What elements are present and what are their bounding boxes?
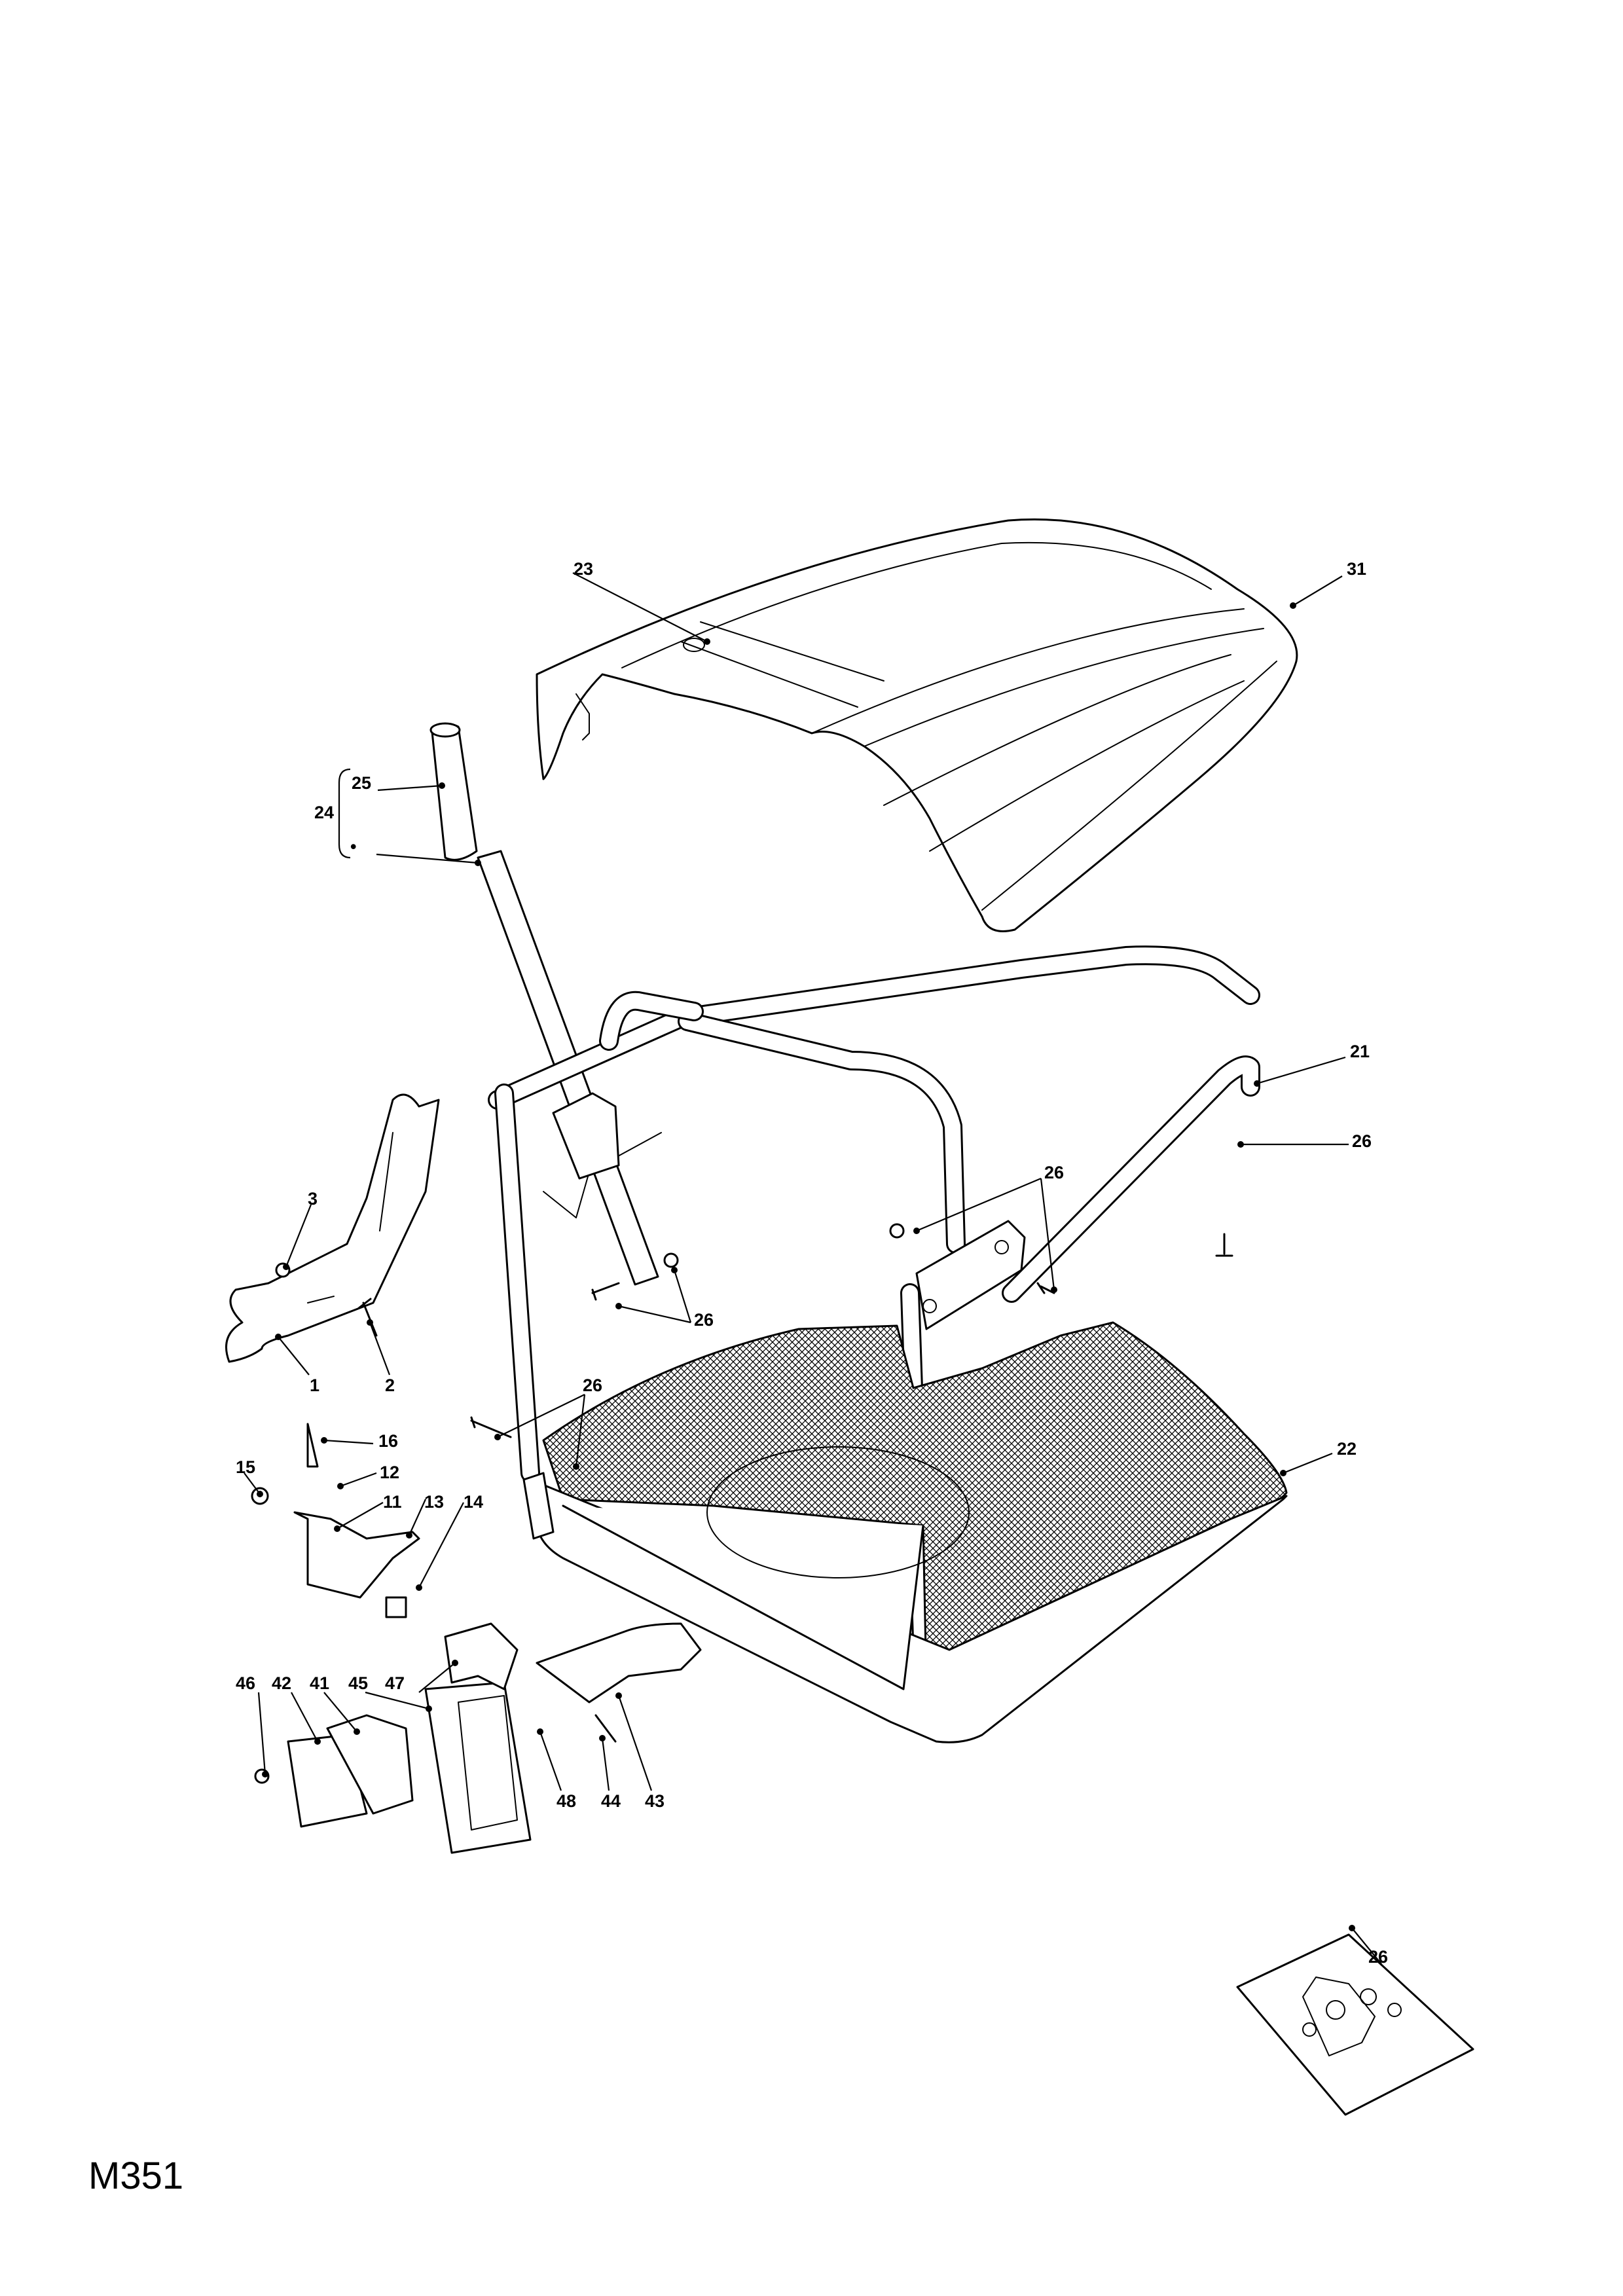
- callout-15: 15: [236, 1457, 255, 1477]
- callout-24: 24: [314, 803, 334, 822]
- callout-11: 11: [383, 1492, 402, 1512]
- callout-26-e: 26: [1368, 1947, 1388, 1967]
- fasteners: [251, 1223, 1233, 1618]
- callout-42: 42: [272, 1673, 291, 1693]
- callout-16: 16: [378, 1431, 398, 1451]
- hardware-bag: [1236, 1933, 1474, 2116]
- callout-13: 13: [424, 1492, 444, 1512]
- catcher-frame: [488, 945, 1260, 1686]
- callout-43: 43: [645, 1791, 665, 1811]
- callout-31: 31: [1347, 559, 1366, 579]
- callout-41: 41: [310, 1673, 329, 1693]
- callout-3: 3: [308, 1189, 318, 1209]
- drawing-code: M351: [88, 2155, 184, 2197]
- callout-1: 1: [310, 1376, 319, 1395]
- callout-14: 14: [464, 1492, 483, 1512]
- callout-45: 45: [348, 1673, 368, 1693]
- callout-26-c: 26: [694, 1310, 714, 1330]
- callout-26-b: 26: [1044, 1163, 1064, 1182]
- callout-12: 12: [380, 1463, 399, 1482]
- callout-46: 46: [236, 1673, 255, 1693]
- callout-26-a: 26: [1352, 1131, 1372, 1151]
- callout-44: 44: [601, 1791, 621, 1811]
- catcher-lid: [536, 518, 1298, 932]
- callout-22: 22: [1337, 1439, 1357, 1459]
- callout-24-sub: •: [350, 837, 356, 856]
- callout-48: 48: [556, 1791, 576, 1811]
- leader-lines: [244, 572, 1382, 1965]
- callout-23: 23: [574, 559, 593, 579]
- callout-21: 21: [1350, 1042, 1370, 1061]
- hinge-bracket: [225, 1093, 440, 1363]
- callout-labels: 23 31 25 24 • 21 26 26 26 26 22 3 1 2 16…: [236, 559, 1388, 1967]
- callout-25: 25: [352, 773, 371, 793]
- callout-26-d: 26: [583, 1376, 602, 1395]
- latch-assembly: [254, 1622, 702, 1854]
- catcher-bag: [522, 1321, 1288, 1743]
- callout-47: 47: [385, 1673, 405, 1693]
- callout-2: 2: [385, 1376, 395, 1395]
